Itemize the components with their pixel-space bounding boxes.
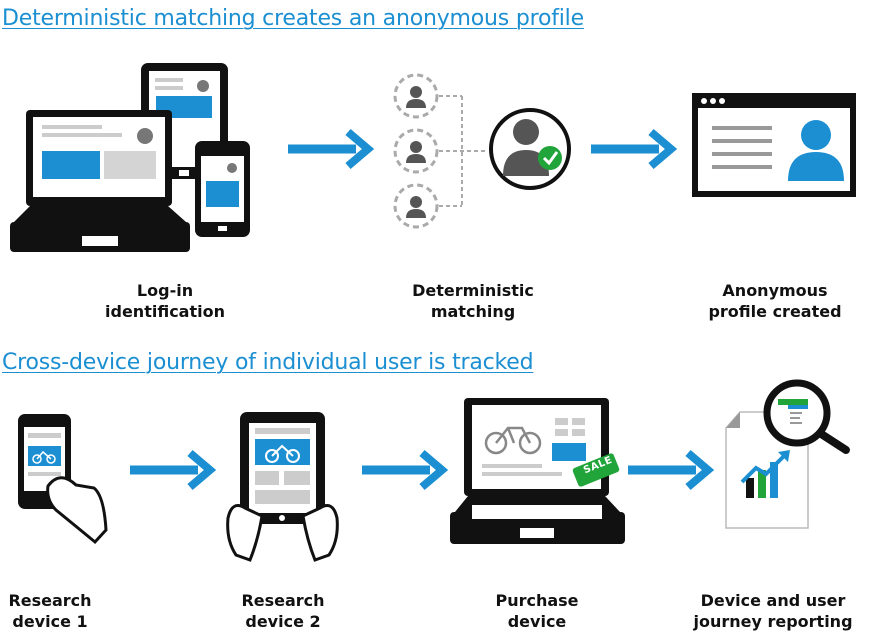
caption-line-1: Deterministic — [412, 281, 534, 300]
step-caption-reporting: Device and user journey reporting — [693, 590, 852, 632]
arrow-icon — [288, 132, 368, 166]
arrow-icon — [628, 453, 708, 487]
arrow-icon — [130, 453, 210, 487]
caption-line-1: Research — [8, 591, 92, 610]
caption-line-1: Device and user — [700, 591, 846, 610]
step-caption-purchase: Purchase device — [495, 590, 578, 632]
tablet-in-hands-icon — [226, 412, 339, 562]
caption-line-1: Research — [241, 591, 325, 610]
caption-line-1: Purchase — [495, 591, 579, 610]
step-caption-research-1: Research device 1 — [8, 590, 91, 632]
caption-line-2: device — [507, 612, 567, 631]
step-caption-research-2: Research device 2 — [241, 590, 324, 632]
journey-report-icon — [725, 379, 850, 529]
step-caption-profile: Anonymous profile created — [708, 280, 841, 322]
step-caption-matching: Deterministic matching — [412, 280, 534, 322]
anonymous-profile-icon — [692, 93, 856, 197]
caption-line-2: profile created — [708, 302, 842, 321]
section-2-heading: Cross-device journey of individual user … — [2, 350, 534, 375]
deterministic-matching-icon — [393, 73, 571, 229]
purchase-laptop-icon — [450, 398, 625, 544]
caption-line-2: device 2 — [245, 612, 321, 631]
caption-line-2: identification — [105, 302, 225, 321]
step-caption-login: Log-in identification — [105, 280, 225, 322]
caption-line-1: Anonymous — [722, 281, 828, 300]
section-1-heading: Deterministic matching creates an anonym… — [2, 6, 584, 31]
caption-line-2: journey reporting — [693, 612, 853, 631]
phone-in-hand-icon — [18, 414, 108, 545]
caption-line-2: device 1 — [12, 612, 88, 631]
multi-device-icon — [10, 63, 250, 252]
caption-line-2: matching — [430, 302, 516, 321]
arrow-icon — [362, 453, 442, 487]
caption-line-1: Log-in — [136, 281, 194, 300]
arrow-icon — [591, 132, 671, 166]
